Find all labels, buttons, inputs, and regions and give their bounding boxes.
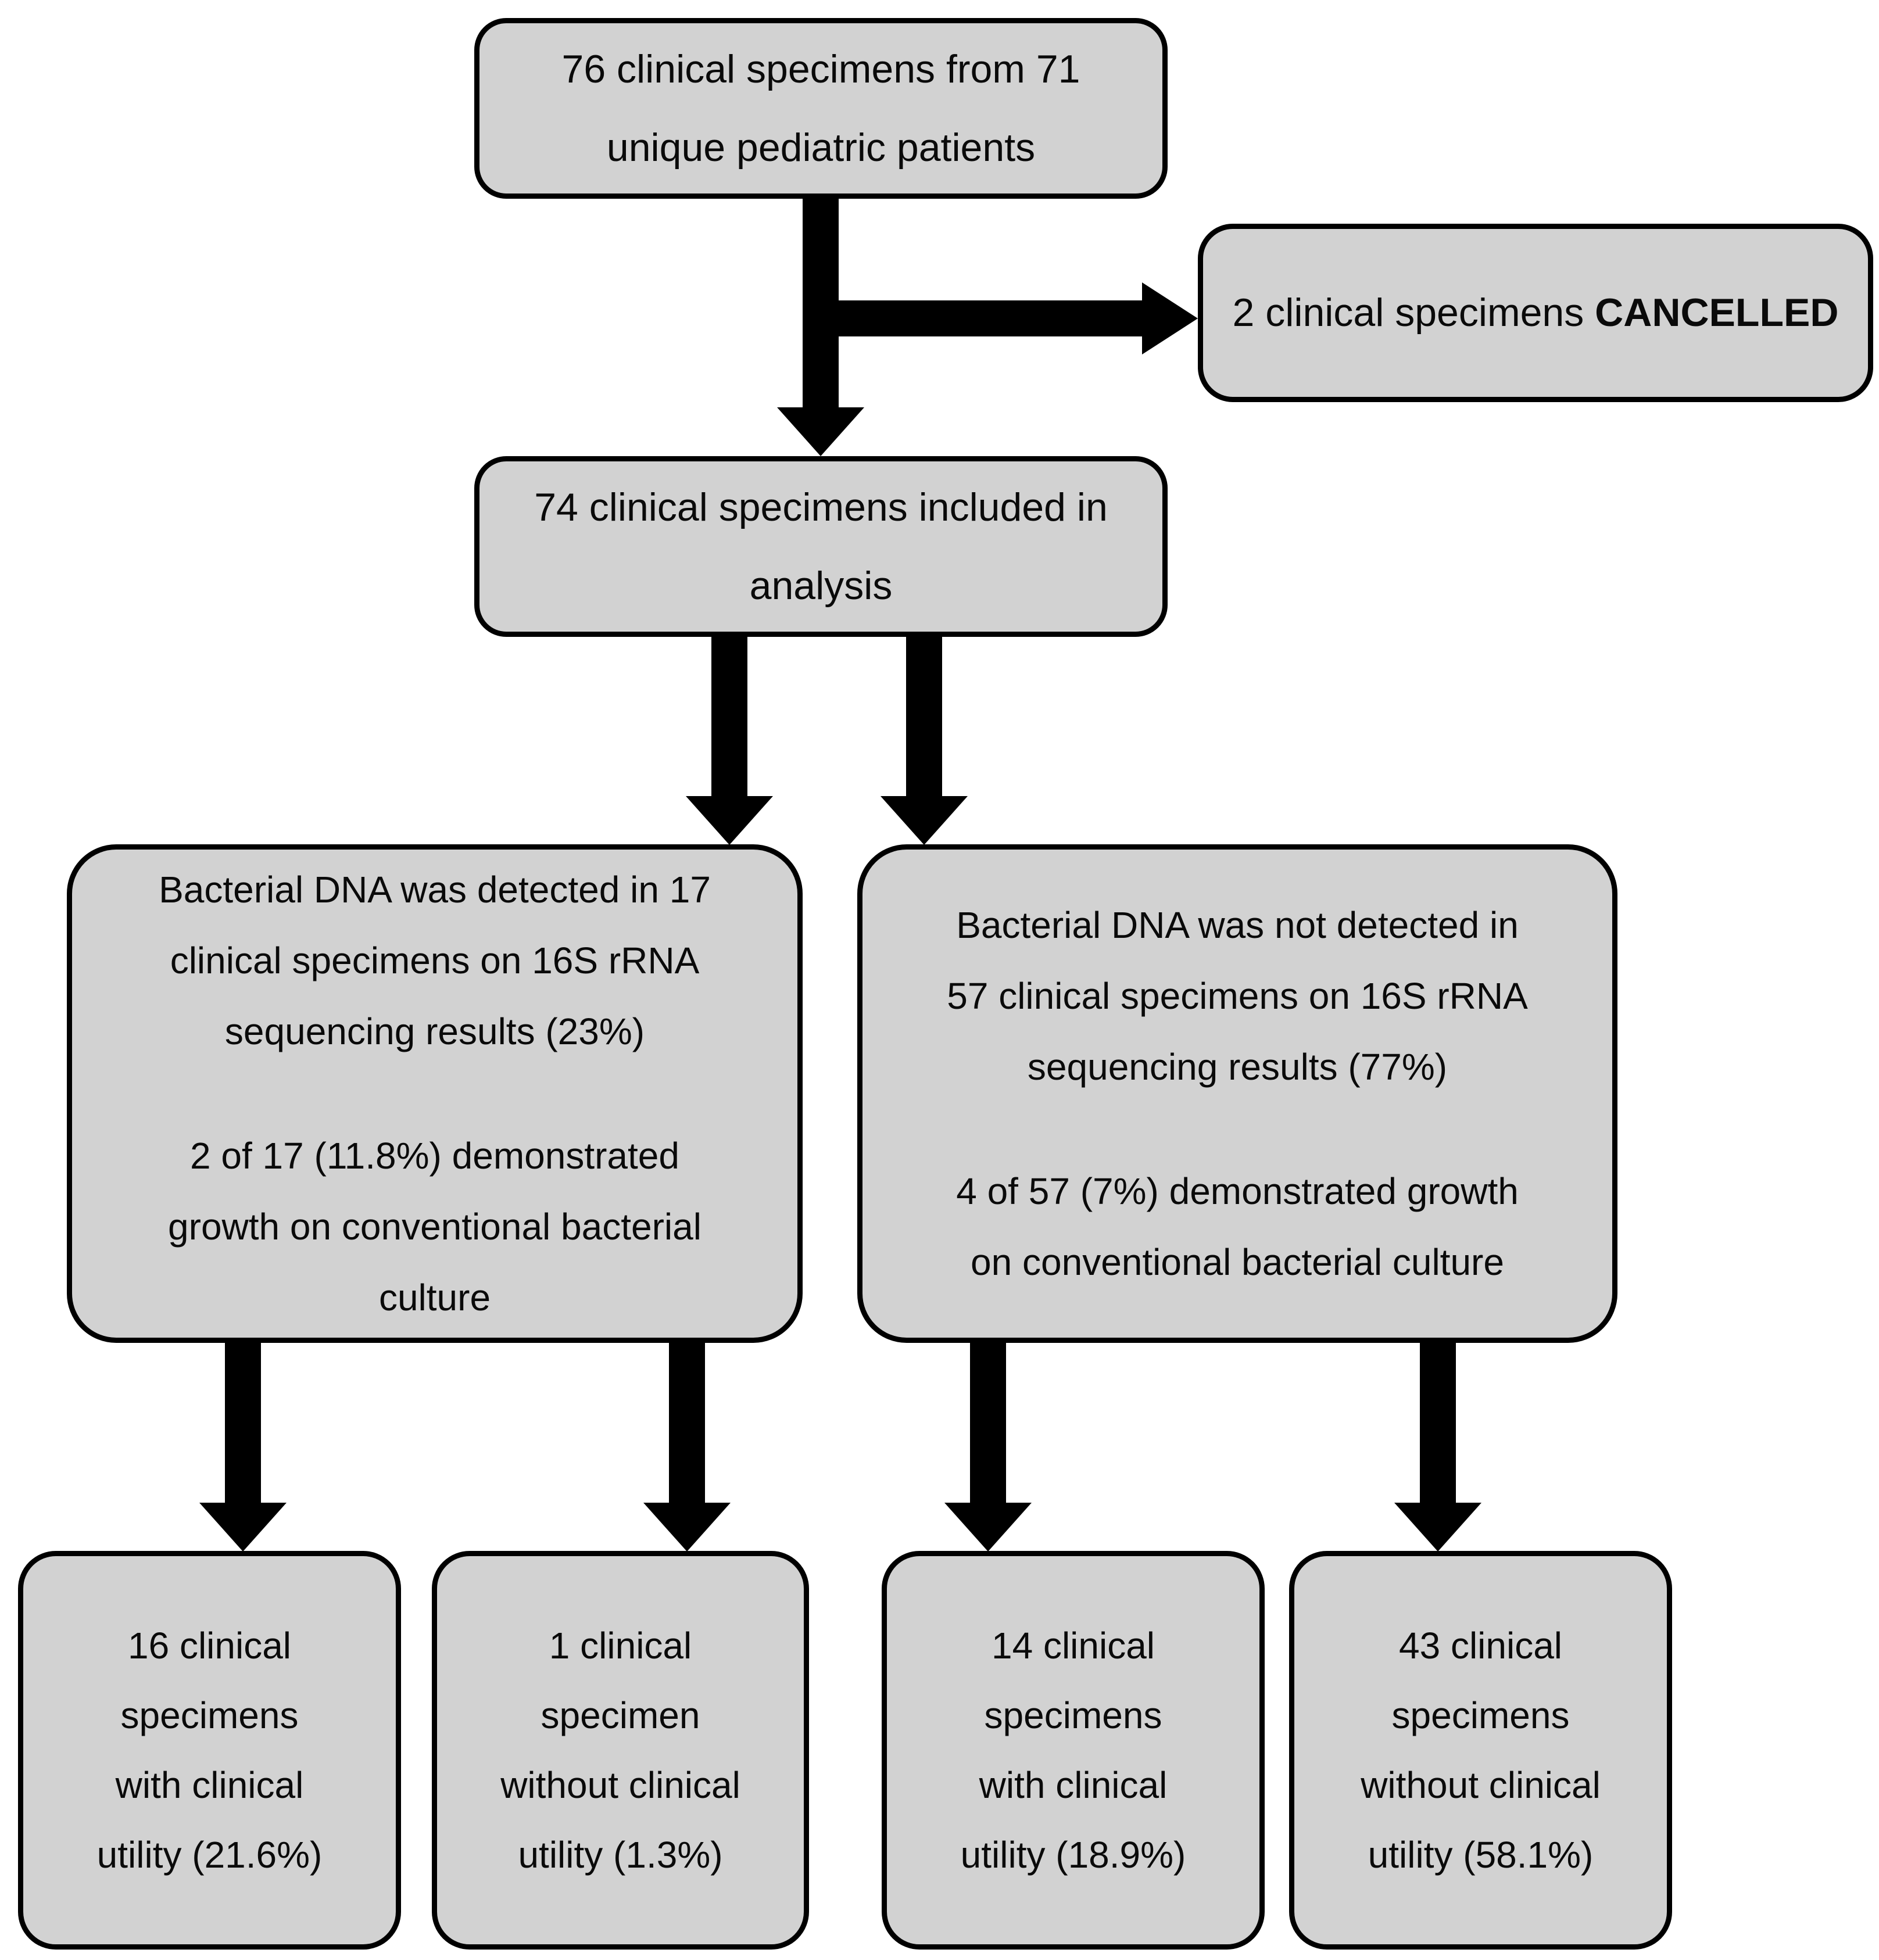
node-detected-without-utility: 1 clinical specimen without clinical uti… — [432, 1551, 809, 1950]
node-detected-without-utility-line-3: without clinical — [500, 1764, 740, 1806]
node-dna-not-detected-line-1: Bacterial DNA was not detected in — [956, 904, 1519, 946]
node-dna-detected-line-3: sequencing results (23%) — [224, 1011, 645, 1052]
arrow-not-detected-to-without-utility-shaft — [1420, 1342, 1456, 1504]
arrow-not-detected-to-with-utility-shaft — [970, 1342, 1006, 1504]
node-dna-detected-line-5: growth on conventional bacterial — [168, 1206, 702, 1248]
node-cancelled-bold-text: CANCELLED — [1595, 291, 1839, 335]
node-dna-not-detected-line-3: sequencing results (77%) — [1027, 1046, 1448, 1088]
node-dna-not-detected-line-5: on conventional bacterial culture — [971, 1241, 1504, 1283]
node-detected-with-utility: 16 clinical specimens with clinical util… — [18, 1551, 401, 1950]
node-not-detected-with-utility-line-2: specimens — [984, 1694, 1162, 1736]
node-cancelled: 2 clinical specimens CANCELLED — [1198, 224, 1873, 402]
node-dna-detected-line-4: 2 of 17 (11.8%) demonstrated — [190, 1135, 679, 1177]
node-dna-not-detected-paragraph-2: 4 of 57 (7%) demonstrated growth on conv… — [956, 1156, 1519, 1298]
arrow-included-to-not-detected-head-icon — [881, 796, 968, 845]
node-dna-not-detected-line-2: 57 clinical specimens on 16S rRNA — [947, 975, 1528, 1017]
node-included-line-2: analysis — [749, 563, 893, 608]
arrow-total-to-included-shaft — [803, 198, 839, 409]
node-total-specimens: 76 clinical specimens from 71 unique ped… — [474, 18, 1168, 199]
node-not-detected-without-utility-line-4: utility (58.1%) — [1368, 1834, 1594, 1876]
node-not-detected-without-utility-line-1: 43 clinical — [1398, 1625, 1563, 1667]
arrow-detected-to-without-utility-shaft — [669, 1342, 705, 1504]
node-not-detected-without-utility-line-3: without clinical — [1361, 1764, 1601, 1806]
node-dna-detected-line-6: culture — [378, 1277, 491, 1318]
arrow-included-to-detected-shaft — [711, 636, 747, 797]
node-included-analysis: 74 clinical specimens included in analys… — [474, 456, 1168, 637]
node-detected-without-utility-line-2: specimen — [541, 1694, 700, 1736]
node-detected-with-utility-line-2: specimens — [120, 1694, 299, 1736]
arrow-not-detected-to-with-utility-head-icon — [944, 1503, 1032, 1551]
node-included-line-1: 74 clinical specimens included in — [534, 485, 1108, 529]
node-total-line-2: unique pediatric patients — [606, 125, 1036, 170]
node-dna-detected-line-1: Bacterial DNA was detected in 17 — [159, 869, 711, 911]
node-not-detected-with-utility-line-4: utility (18.9%) — [960, 1834, 1186, 1876]
node-cancelled-text: 2 clinical specimens — [1232, 291, 1595, 335]
arrow-detected-to-without-utility-head-icon — [643, 1503, 731, 1551]
node-dna-not-detected-paragraph-1: Bacterial DNA was not detected in 57 cli… — [947, 890, 1528, 1102]
arrow-detected-to-with-utility-head-icon — [199, 1503, 287, 1551]
arrow-included-to-detected-head-icon — [686, 796, 773, 845]
node-detected-with-utility-line-4: utility (21.6%) — [96, 1834, 323, 1876]
node-not-detected-with-utility-line-3: with clinical — [979, 1764, 1168, 1806]
node-not-detected-without-utility: 43 clinical specimens without clinical u… — [1289, 1551, 1672, 1950]
arrow-total-to-cancelled-head-icon — [1142, 282, 1198, 354]
node-dna-detected: Bacterial DNA was detected in 17 clinica… — [67, 844, 803, 1343]
node-cancelled-line: 2 clinical specimens CANCELLED — [1233, 274, 1839, 352]
node-detected-with-utility-line-1: 16 clinical — [127, 1625, 292, 1667]
node-not-detected-without-utility-line-2: specimens — [1391, 1694, 1570, 1736]
node-dna-not-detected: Bacterial DNA was not detected in 57 cli… — [857, 844, 1617, 1343]
node-detected-with-utility-line-3: with clinical — [115, 1764, 304, 1806]
node-detected-without-utility-line-1: 1 clinical — [549, 1625, 692, 1667]
arrow-total-to-included-head-icon — [777, 407, 864, 456]
arrow-included-to-not-detected-shaft — [906, 636, 942, 797]
arrow-total-to-cancelled-shaft — [839, 300, 1143, 336]
node-not-detected-with-utility: 14 clinical specimens with clinical util… — [882, 1551, 1265, 1950]
node-dna-detected-paragraph-2: 2 of 17 (11.8%) demonstrated growth on c… — [168, 1120, 702, 1333]
node-dna-not-detected-line-4: 4 of 57 (7%) demonstrated growth — [956, 1170, 1519, 1212]
node-not-detected-with-utility-line-1: 14 clinical — [991, 1625, 1155, 1667]
node-total-line-1: 76 clinical specimens from 71 — [561, 46, 1080, 91]
node-dna-detected-line-2: clinical specimens on 16S rRNA — [170, 940, 700, 981]
node-dna-detected-paragraph-1: Bacterial DNA was detected in 17 clinica… — [159, 854, 711, 1067]
node-detected-without-utility-line-4: utility (1.3%) — [518, 1834, 723, 1876]
arrow-detected-to-with-utility-shaft — [225, 1342, 261, 1504]
arrow-not-detected-to-without-utility-head-icon — [1394, 1503, 1481, 1551]
